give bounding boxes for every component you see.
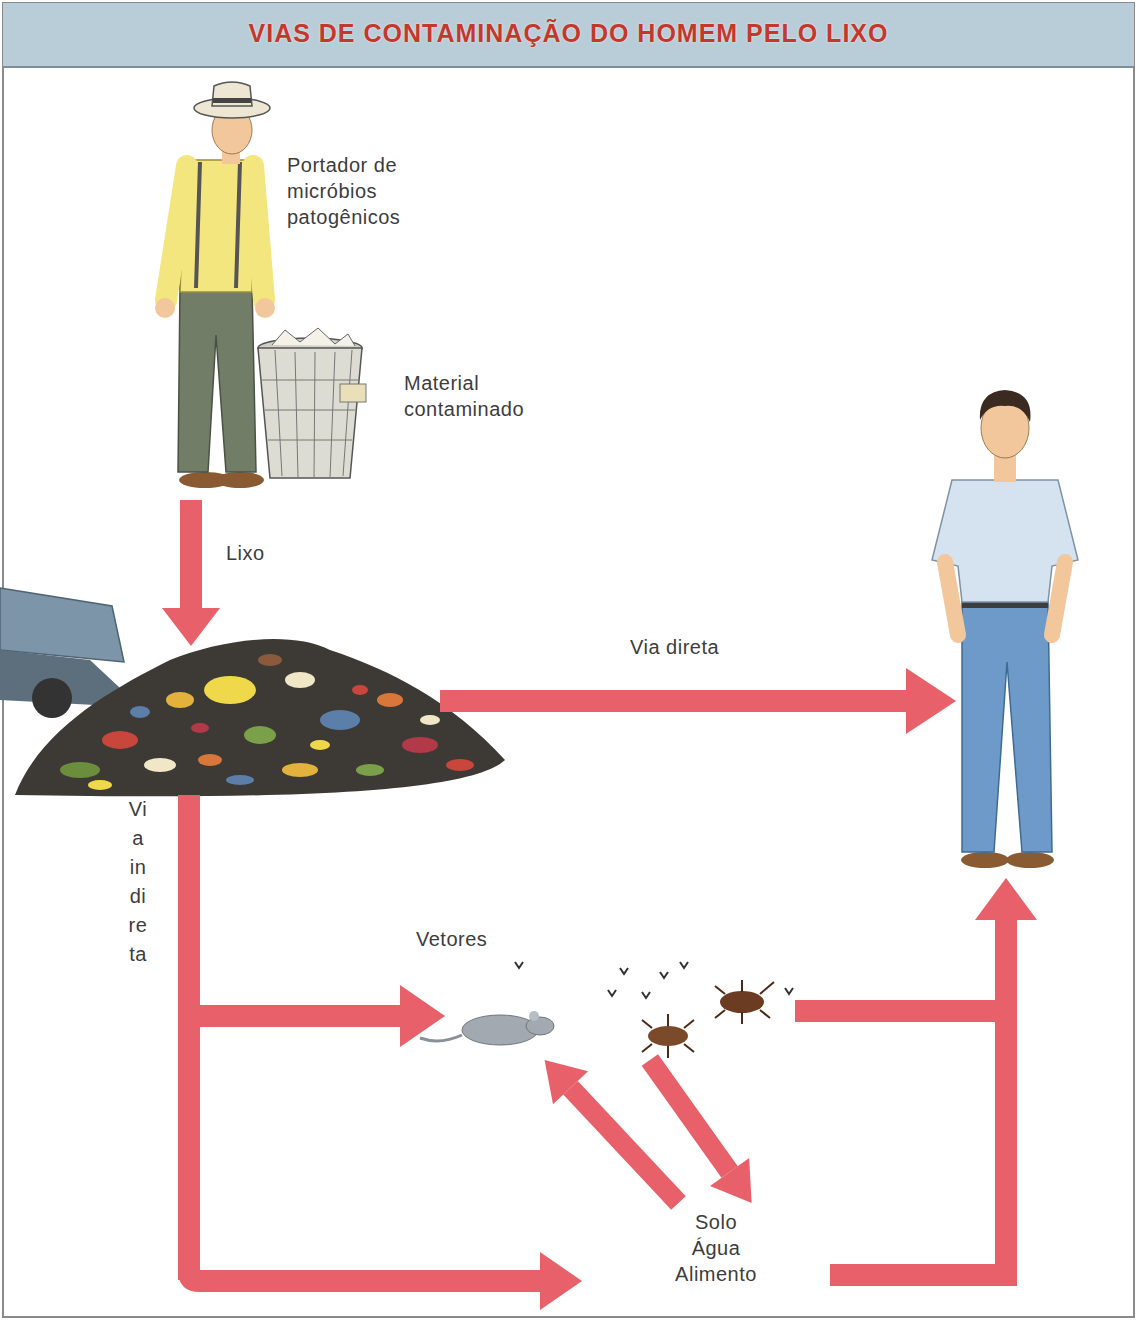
waste-pile [191, 723, 209, 733]
red-arrows [180, 500, 202, 610]
waste-pile [377, 693, 403, 707]
waste-pile [352, 685, 368, 695]
vector-animals [526, 1017, 554, 1035]
waste-pile [15, 639, 505, 796]
red-arrows [906, 668, 956, 734]
trash-can [272, 328, 355, 346]
waste-pile [310, 740, 330, 750]
waste-pile [60, 762, 100, 778]
vector-animals [420, 962, 793, 1058]
healthy-man [962, 600, 1052, 852]
red-arrows [178, 1270, 542, 1292]
carrier-man [196, 162, 200, 288]
vector-animals [420, 1035, 462, 1041]
waste-pile [356, 764, 384, 776]
figure-label: Portador de micróbios patogênicos [281, 146, 411, 236]
node-text: Portador de micróbios patogênicos [287, 152, 405, 230]
red-arrows [975, 878, 1037, 920]
path-label: Via direta [630, 634, 719, 660]
red-arrows [830, 1264, 1017, 1286]
red-arrows [178, 795, 200, 1280]
vector-group: Vetores [410, 920, 800, 1060]
waste-pile [226, 775, 254, 785]
path-label: Via indireta [128, 795, 148, 969]
vector-animals [648, 1026, 688, 1046]
trash-can [275, 350, 352, 478]
carrier-man [155, 82, 275, 488]
red-arrows [995, 918, 1017, 1286]
trash-can [258, 348, 362, 478]
waste-pile [282, 763, 318, 777]
red-arrows [162, 608, 220, 646]
waste-pile [166, 692, 194, 708]
red-arrows [540, 1252, 582, 1310]
arrow-shaft [650, 1060, 730, 1172]
vector-animals [642, 1014, 694, 1058]
waste-pile [0, 588, 505, 796]
waste-pile [0, 588, 124, 662]
figure-label: Material contaminado [398, 364, 530, 428]
waste-pile [130, 706, 150, 718]
title-text: VIAS DE CONTAMINAÇÃO DO HOMEM PELO LIXO [0, 0, 1137, 66]
flow-arrow [545, 1060, 679, 1203]
waste-pile [204, 676, 256, 704]
carrier-man [236, 162, 240, 288]
waste-pile [320, 710, 360, 730]
red-arrows [162, 500, 1037, 1310]
healthy-man [945, 562, 958, 635]
frame [3, 3, 1134, 1317]
carrier-man [194, 98, 270, 118]
waste-pile [102, 731, 138, 749]
waste-pile [402, 737, 438, 753]
red-arrows [200, 1005, 402, 1027]
healthy-man [961, 852, 1009, 868]
carrier-man [212, 82, 252, 106]
healthy-man [1052, 562, 1065, 635]
vector-animals [715, 980, 774, 1024]
vector-animals [720, 991, 764, 1013]
trash-can [340, 384, 366, 402]
waste-pile [88, 780, 112, 790]
node-text: Vetores [416, 926, 794, 952]
carrier-man [255, 298, 275, 318]
carrier-man [178, 285, 256, 472]
figure-label: Solo Água Alimento [669, 1203, 763, 1293]
waste-pile [258, 654, 282, 666]
waste-pile [144, 758, 176, 772]
red-arrows [795, 1000, 1017, 1022]
healthy-man [980, 390, 1031, 422]
carrier-man [216, 472, 264, 488]
carrier-man [166, 166, 187, 300]
waste-pile [446, 759, 474, 771]
healthy-man [932, 390, 1078, 868]
path-label: Lixo [226, 540, 265, 566]
arrow-head [710, 1158, 752, 1203]
waste-pile [420, 715, 440, 725]
arrow-shaft [571, 1088, 679, 1203]
waste-pile [285, 672, 315, 688]
arrow-head [545, 1060, 588, 1104]
carrier-man [253, 166, 264, 300]
vector-animals [529, 1011, 539, 1021]
node-text: Material contaminado [404, 370, 524, 422]
waste-pile [244, 726, 276, 744]
node-text: Solo Água Alimento [675, 1209, 757, 1287]
red-arrows [440, 690, 908, 712]
waste-pile [198, 754, 222, 766]
carrier-man [155, 298, 175, 318]
waste-pile [32, 678, 72, 718]
vector-animals [462, 1015, 538, 1045]
trash-can [258, 328, 366, 478]
frame [3, 66, 1134, 68]
healthy-man [1006, 852, 1054, 868]
frame [3, 3, 1134, 1317]
carrier-man [213, 98, 251, 103]
